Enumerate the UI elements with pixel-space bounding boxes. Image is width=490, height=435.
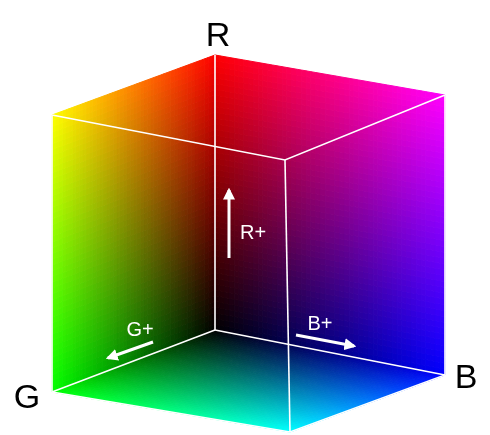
vertex-label: B <box>455 359 478 393</box>
vertex-label: G <box>14 379 40 413</box>
axis-arrows <box>108 190 354 358</box>
axis-label: G+ <box>126 319 153 339</box>
axis-label: R+ <box>240 222 266 242</box>
axis-label: B+ <box>307 313 332 333</box>
vertex-label: R <box>206 17 231 51</box>
cube-wireframe <box>52 55 445 432</box>
